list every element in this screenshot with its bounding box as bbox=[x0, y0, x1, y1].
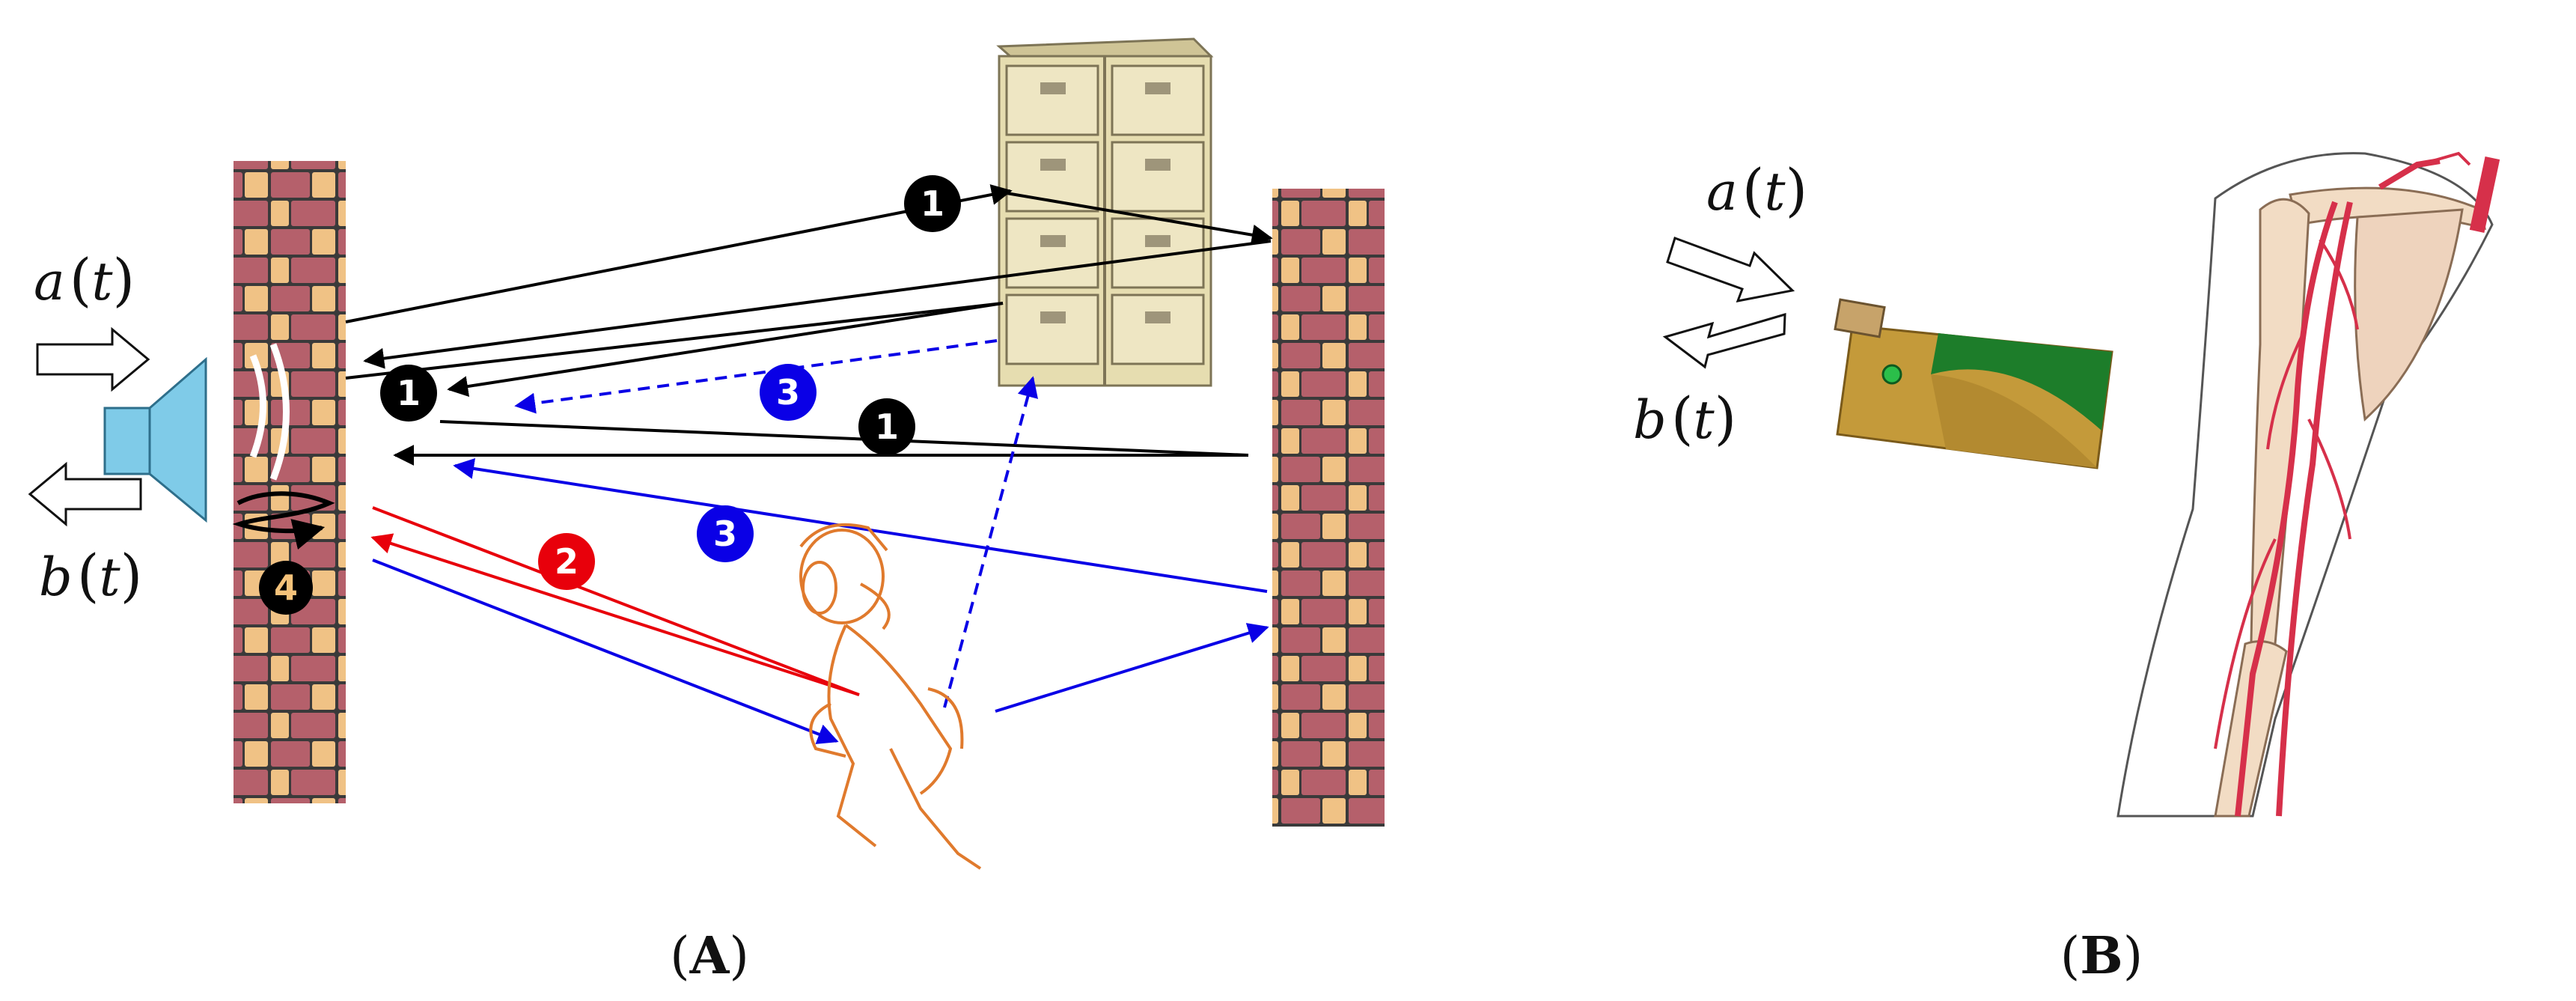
svg-text:1: 1 bbox=[921, 183, 944, 224]
panel-a-label: (A) bbox=[670, 926, 749, 986]
file-cabinet bbox=[996, 37, 1214, 387]
badge-1-top: 1 bbox=[904, 175, 961, 232]
signal-b-label-b: b(t) bbox=[1633, 385, 1736, 451]
badge-2: 2 bbox=[538, 533, 595, 590]
badge-1-right: 1 bbox=[858, 398, 915, 455]
input-arrow-a-b bbox=[1666, 237, 1795, 302]
panel-b-label: (B) bbox=[2060, 926, 2143, 986]
svg-text:4: 4 bbox=[274, 568, 298, 608]
arm-anatomy-illustration bbox=[2116, 151, 2500, 818]
badge-4: 4 bbox=[259, 561, 313, 615]
badge-3-wall: 3 bbox=[697, 505, 754, 562]
person-figure bbox=[799, 523, 982, 870]
svg-text:3: 3 bbox=[713, 514, 737, 554]
paths-3-blue bbox=[372, 339, 1269, 744]
path-2-red bbox=[370, 506, 860, 696]
signal-b-label: b(t) bbox=[39, 542, 142, 609]
speaker-icon bbox=[103, 343, 290, 523]
signal-a-label-b: a(t) bbox=[1706, 156, 1807, 223]
right-brick-wall bbox=[1272, 189, 1385, 827]
output-arrow-b bbox=[28, 461, 142, 527]
left-brick-wall bbox=[234, 161, 346, 803]
svg-text:3: 3 bbox=[776, 372, 800, 413]
svg-text:2: 2 bbox=[555, 541, 579, 582]
panel-b: a(t) b(t) bbox=[1633, 151, 2500, 986]
input-arrow-a bbox=[36, 326, 150, 392]
panel-a: a(t) b(t) bbox=[28, 37, 1385, 986]
antenna-board-icon bbox=[1834, 298, 2113, 469]
signal-a-label: a(t) bbox=[34, 246, 135, 313]
ringing-waveform bbox=[232, 491, 335, 550]
badge-3-cabinet: 3 bbox=[760, 364, 817, 421]
output-arrow-b-b bbox=[1662, 312, 1786, 369]
svg-text:1: 1 bbox=[397, 373, 421, 413]
svg-text:1: 1 bbox=[875, 407, 899, 447]
paths-1-black bbox=[345, 184, 1273, 466]
badge-1-left: 1 bbox=[380, 365, 437, 422]
